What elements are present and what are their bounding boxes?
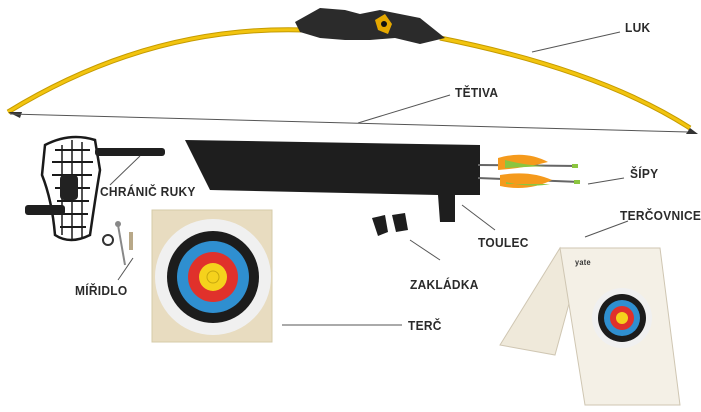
label-tetiva: TĚTIVA bbox=[455, 85, 499, 100]
yate-logo: yate bbox=[575, 258, 591, 267]
quiver bbox=[185, 140, 480, 222]
label-sipy: ŠÍPY bbox=[630, 166, 659, 181]
target-stand bbox=[499, 246, 681, 406]
label-zakladka: ZAKLÁDKA bbox=[410, 277, 479, 292]
bow-riser bbox=[295, 8, 445, 44]
bow-limb-upper-left bbox=[6, 27, 306, 115]
label-luk: LUK bbox=[625, 20, 651, 35]
arrows bbox=[477, 154, 581, 188]
arrow-rest bbox=[372, 213, 408, 236]
label-miridlo: MÍŘIDLO bbox=[75, 283, 128, 298]
label-toulec: TOULEC bbox=[478, 235, 529, 250]
sight bbox=[102, 221, 133, 266]
leader-lines bbox=[109, 31, 629, 326]
arm-guard bbox=[25, 135, 165, 242]
label-chranic-ruky: CHRÁNIČ RUKY bbox=[100, 184, 196, 199]
label-terc: TERČ bbox=[408, 318, 442, 333]
bowstring bbox=[9, 113, 689, 133]
bow-limb-right bbox=[439, 35, 692, 131]
label-tercovnice: TERČOVNICE bbox=[620, 208, 701, 223]
bow bbox=[6, 8, 698, 134]
target-face bbox=[151, 209, 273, 343]
